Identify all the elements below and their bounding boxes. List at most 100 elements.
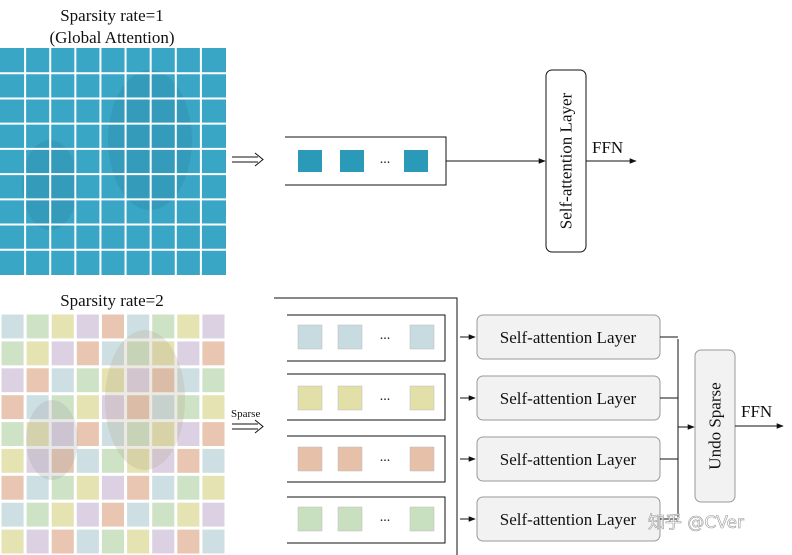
sparse-grid-cell <box>101 341 124 366</box>
sparse-grid-cell <box>177 314 200 339</box>
sparse-grid-cell <box>177 502 200 527</box>
sparse-grid-cell <box>76 314 99 339</box>
sparse-grid-cell <box>152 475 175 500</box>
sparse-grid-cell <box>152 395 175 420</box>
dog-silhouette <box>105 330 185 470</box>
group-token <box>337 324 363 350</box>
sparse-grid-cell <box>127 475 150 500</box>
top-self-attention-label: Self-attention Layer <box>557 92 576 229</box>
bottom-title: Sparsity rate=2 <box>60 291 164 310</box>
sparse-grid-cell <box>51 395 74 420</box>
sparse-grid-cell <box>51 314 74 339</box>
sparse-grid-cell <box>1 502 24 527</box>
sparse-grid-cell <box>127 395 150 420</box>
group-token <box>337 385 363 411</box>
sparse-grid-cell <box>51 368 74 393</box>
sparse-grid-cell <box>26 341 49 366</box>
sparse-grid-cell <box>177 529 200 554</box>
sparse-grid-cell <box>202 529 225 554</box>
sparse-grid-cell <box>152 314 175 339</box>
group-self-attention-label: Self-attention Layer <box>500 389 637 408</box>
sparse-grid-cell <box>101 502 124 527</box>
sparse-grid-cell <box>127 314 150 339</box>
sparse-grid-cell <box>152 341 175 366</box>
groups-bracket <box>274 297 458 555</box>
sparse-grid-cell <box>51 502 74 527</box>
sparse-grid-cell <box>101 529 124 554</box>
group-self-attention-label: Self-attention Layer <box>500 328 637 347</box>
group-token <box>409 446 435 472</box>
sparse-grid-cell <box>51 448 74 473</box>
group-token <box>297 506 323 532</box>
group-ellipsis: ... <box>380 510 391 525</box>
sparse-grid-cell <box>26 529 49 554</box>
sparse-grid-cell <box>127 341 150 366</box>
group-ellipsis: ... <box>380 328 391 343</box>
sparse-grid-cell <box>1 368 24 393</box>
sparse-grid-cell <box>202 314 225 339</box>
undo-sparse-label: Undo Sparse <box>706 382 725 469</box>
sparse-grid-cell <box>127 529 150 554</box>
sparse-grid-cell <box>1 529 24 554</box>
top-token <box>298 150 322 172</box>
sparse-grid-cell <box>1 314 24 339</box>
sparse-groups: ... Self-attention Layer... Self-attention… <box>287 314 678 544</box>
group-token <box>409 385 435 411</box>
sparse-grid-cell <box>202 502 225 527</box>
sparse-grid-cell <box>26 502 49 527</box>
sparse-grid-cell <box>76 529 99 554</box>
bottom-ffn-label: FFN <box>741 402 772 421</box>
top-double-arrow <box>232 152 264 167</box>
sparse-grid-cell <box>76 448 99 473</box>
sparse-grid-cell <box>26 368 49 393</box>
watermark: 知乎 @CVer <box>648 513 744 533</box>
group-bracket <box>287 435 446 483</box>
sparse-grid-cell <box>51 422 74 446</box>
sparse-grid-cell <box>51 475 74 500</box>
sparse-grid-cell <box>152 448 175 473</box>
top-ffn-label: FFN <box>592 138 623 157</box>
group-token <box>297 324 323 350</box>
sparse-patch-grid <box>1 314 225 554</box>
top-token-ellipsis: ... <box>380 152 391 167</box>
group-ellipsis: ... <box>380 389 391 404</box>
sparse-grid-cell <box>26 448 49 473</box>
sparse-grid-cell <box>127 448 150 473</box>
sparse-grid-cell <box>51 529 74 554</box>
sparse-grid-cell <box>101 475 124 500</box>
sparse-grid-cell <box>127 368 150 393</box>
sparse-grid-cell <box>76 395 99 420</box>
group-token <box>409 324 435 350</box>
sparse-grid-cell <box>202 422 225 446</box>
sparse-grid-cell <box>202 368 225 393</box>
sparse-grid-cell <box>101 368 124 393</box>
group-ellipsis: ... <box>380 450 391 465</box>
sparse-grid-cell <box>177 395 200 420</box>
group-token <box>297 385 323 411</box>
sparse-grid-cell <box>177 448 200 473</box>
group-bracket <box>287 314 446 362</box>
sparse-grid-cell <box>26 395 49 420</box>
sparse-grid-cell <box>177 475 200 500</box>
sparse-grid-cell <box>26 422 49 446</box>
group-token <box>337 446 363 472</box>
sparse-grid-cell <box>152 502 175 527</box>
sparse-grid-cell <box>152 529 175 554</box>
sparse-grid-cell <box>1 475 24 500</box>
sparse-grid-cell <box>1 422 24 446</box>
bottom-double-arrow <box>232 419 264 434</box>
sparse-grid-cell <box>76 341 99 366</box>
sparse-label: Sparse <box>231 408 260 420</box>
group-self-attention-label: Self-attention Layer <box>500 510 637 529</box>
sparse-grid-cell <box>76 475 99 500</box>
sparse-grid-cell <box>26 314 49 339</box>
sparse-grid-cell <box>202 475 225 500</box>
group-bracket <box>287 496 446 544</box>
sparse-grid-cell <box>1 395 24 420</box>
sparse-grid-cell <box>177 341 200 366</box>
sparse-grid-cell <box>101 448 124 473</box>
group-bracket <box>287 373 446 421</box>
sparse-grid-cell <box>1 448 24 473</box>
sparse-grid-cell <box>76 502 99 527</box>
